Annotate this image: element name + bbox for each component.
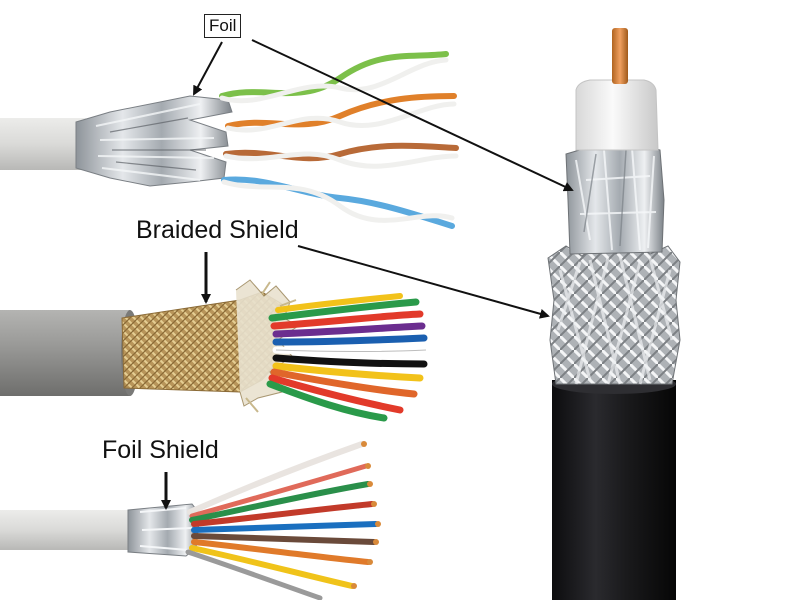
foil-cable-jacket [0,510,134,550]
stp-cable [0,51,459,229]
stp-jacket [0,118,86,170]
stp-foil-bundle [75,95,233,187]
coax-center-conductor [612,28,628,84]
stp-pair-green [219,51,449,104]
foil-label: Foil [204,14,242,38]
foil-cable-wires [185,441,381,601]
braided-arrow-right [297,245,550,319]
stp-pair-brown [223,142,459,169]
coax-dielectric [575,79,659,151]
braided-jacket [0,310,130,396]
multi-conductor-braided [0,279,430,422]
annotation-arrows [161,39,574,510]
stp-pair-orange [225,93,457,133]
multi-conductor-foil [0,441,381,601]
foil-arrow-right [251,39,574,192]
foil-arrow-left [193,41,223,96]
braided-wires [266,293,430,422]
braided-shield-label: Braided Shield [136,216,299,244]
foil-shield-label: Foil Shield [102,436,219,464]
coax-jacket [552,380,676,600]
coax-cable [547,28,681,600]
stp-pair-blue [221,176,455,229]
